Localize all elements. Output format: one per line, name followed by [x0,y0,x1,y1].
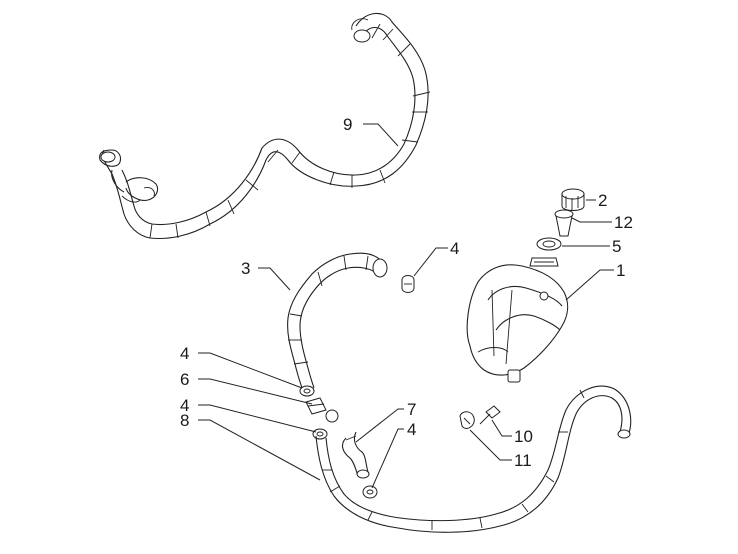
fitting-6 [305,397,339,423]
clip-11 [459,411,475,429]
label-part-4-b: 4 [180,396,189,415]
label-part-7: 7 [407,400,416,419]
label-part-2: 2 [598,191,607,210]
label-part-6: 6 [180,370,189,389]
label-part-5: 5 [612,237,621,256]
hose-7 [341,431,370,479]
clamp-4-c [362,485,378,499]
screw-10 [479,405,501,425]
label-part-12: 12 [614,213,633,232]
clamp-4-b [312,428,328,440]
hose-3 [287,252,388,389]
label-part-3: 3 [241,259,250,278]
tank-1 [466,257,569,383]
clamp-4-upper [401,275,415,293]
label-part-11: 11 [514,451,532,470]
filter-12 [554,209,574,237]
label-part-4-upper: 4 [450,239,459,258]
label-part-10: 10 [514,427,533,446]
hose-9 [99,12,431,240]
seal-5 [536,237,562,251]
label-part-9: 9 [343,115,352,134]
label-part-8: 8 [180,411,189,430]
leader-lines [198,123,614,489]
label-part-4-a: 4 [180,344,189,363]
label-part-4-c: 4 [407,420,416,439]
label-part-1: 1 [616,261,625,280]
hose-8 [315,385,632,533]
cap-2 [561,188,585,211]
clamp-4-a [299,385,315,397]
